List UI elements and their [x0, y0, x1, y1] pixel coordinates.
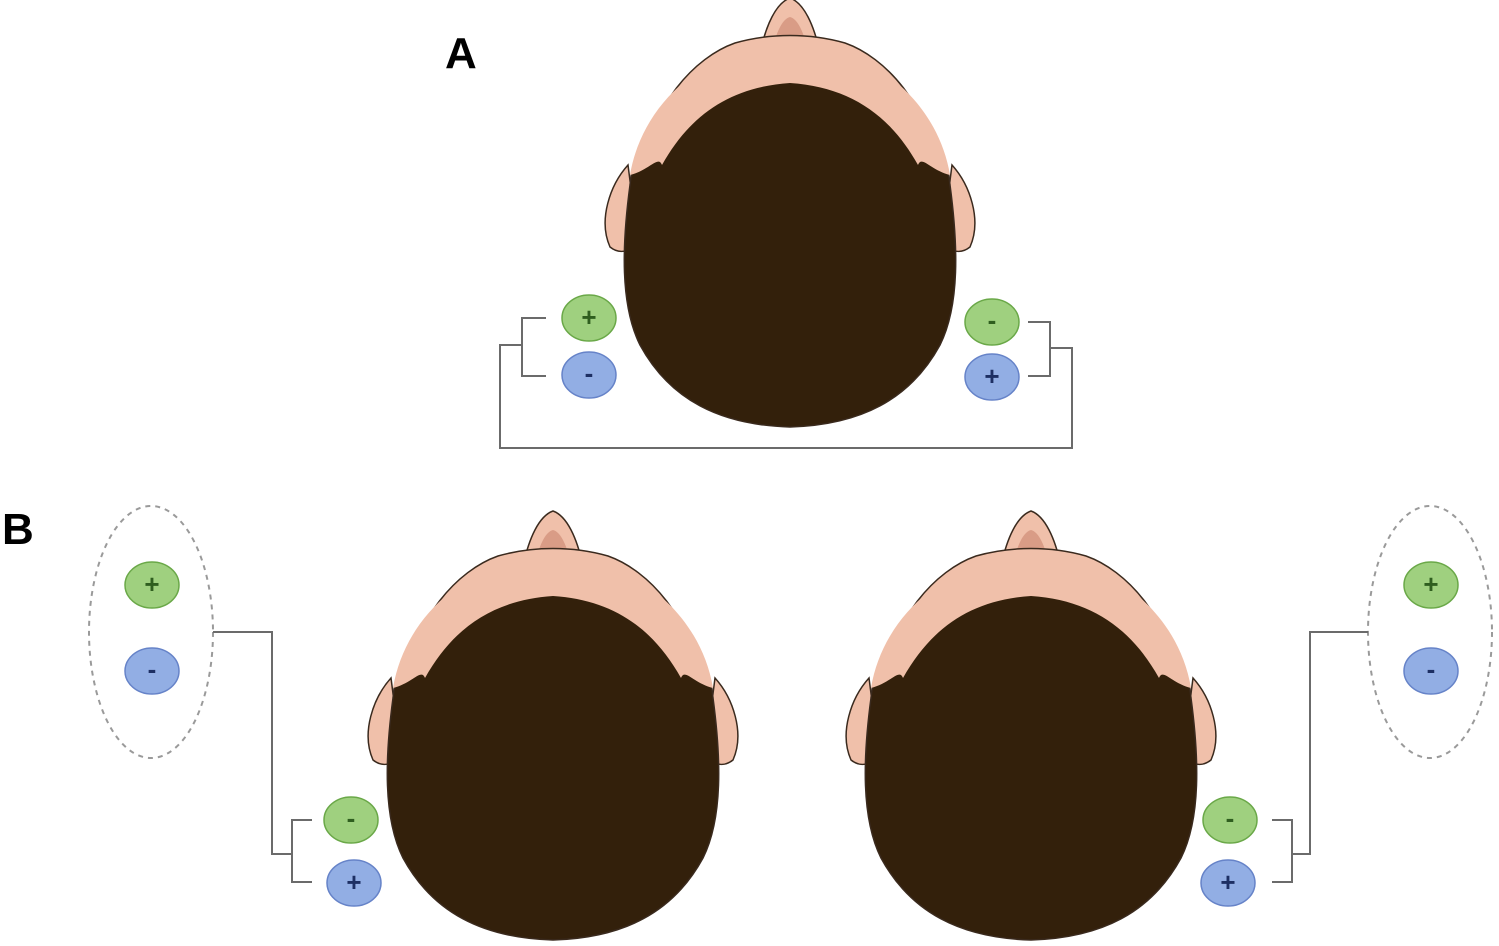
electrode-b-left-plus: + — [326, 859, 382, 907]
svg-text:-: - — [1226, 803, 1235, 833]
wire-b-right-bracket — [1272, 819, 1293, 883]
wire-a-left-bracket — [521, 317, 546, 377]
head-b-left — [367, 510, 739, 941]
svg-text:+: + — [581, 302, 596, 332]
panel-label-b: B — [2, 505, 34, 554]
wire-b-right-link — [1292, 631, 1368, 855]
svg-text:-: - — [988, 305, 997, 335]
wire-b-left-link — [213, 631, 292, 855]
electrode-b-remote-left-minus: - — [124, 647, 180, 695]
svg-text:-: - — [148, 654, 157, 684]
head-b-right — [845, 510, 1217, 941]
electrode-a-left-plus: + — [561, 294, 617, 342]
electrode-b-right-plus: + — [1200, 859, 1256, 907]
remote-group-left — [88, 505, 214, 759]
wire-b-left-bracket — [291, 819, 312, 883]
wire-a-loop — [499, 344, 1073, 449]
svg-text:-: - — [1427, 654, 1436, 684]
electrode-b-right-minus: - — [1202, 796, 1258, 844]
svg-text:-: - — [585, 358, 594, 388]
electrode-a-right-minus: - — [964, 298, 1020, 346]
electrode-b-remote-right-minus: - — [1403, 647, 1459, 695]
wire-a-right-bracket — [1028, 321, 1051, 377]
svg-text:-: - — [347, 803, 356, 833]
remote-group-right — [1367, 505, 1493, 759]
electrode-b-left-minus: - — [323, 796, 379, 844]
svg-text:+: + — [984, 361, 999, 391]
electrode-a-right-plus: + — [964, 353, 1020, 401]
svg-text:+: + — [346, 867, 361, 897]
electrode-b-remote-right-plus: + — [1403, 561, 1459, 609]
head-a — [604, 0, 976, 428]
svg-text:+: + — [144, 569, 159, 599]
electrode-b-remote-left-plus: + — [124, 561, 180, 609]
svg-text:+: + — [1423, 569, 1438, 599]
svg-text:+: + — [1220, 867, 1235, 897]
electrode-a-left-minus: - — [561, 351, 617, 399]
panel-label-a: A — [445, 29, 477, 78]
